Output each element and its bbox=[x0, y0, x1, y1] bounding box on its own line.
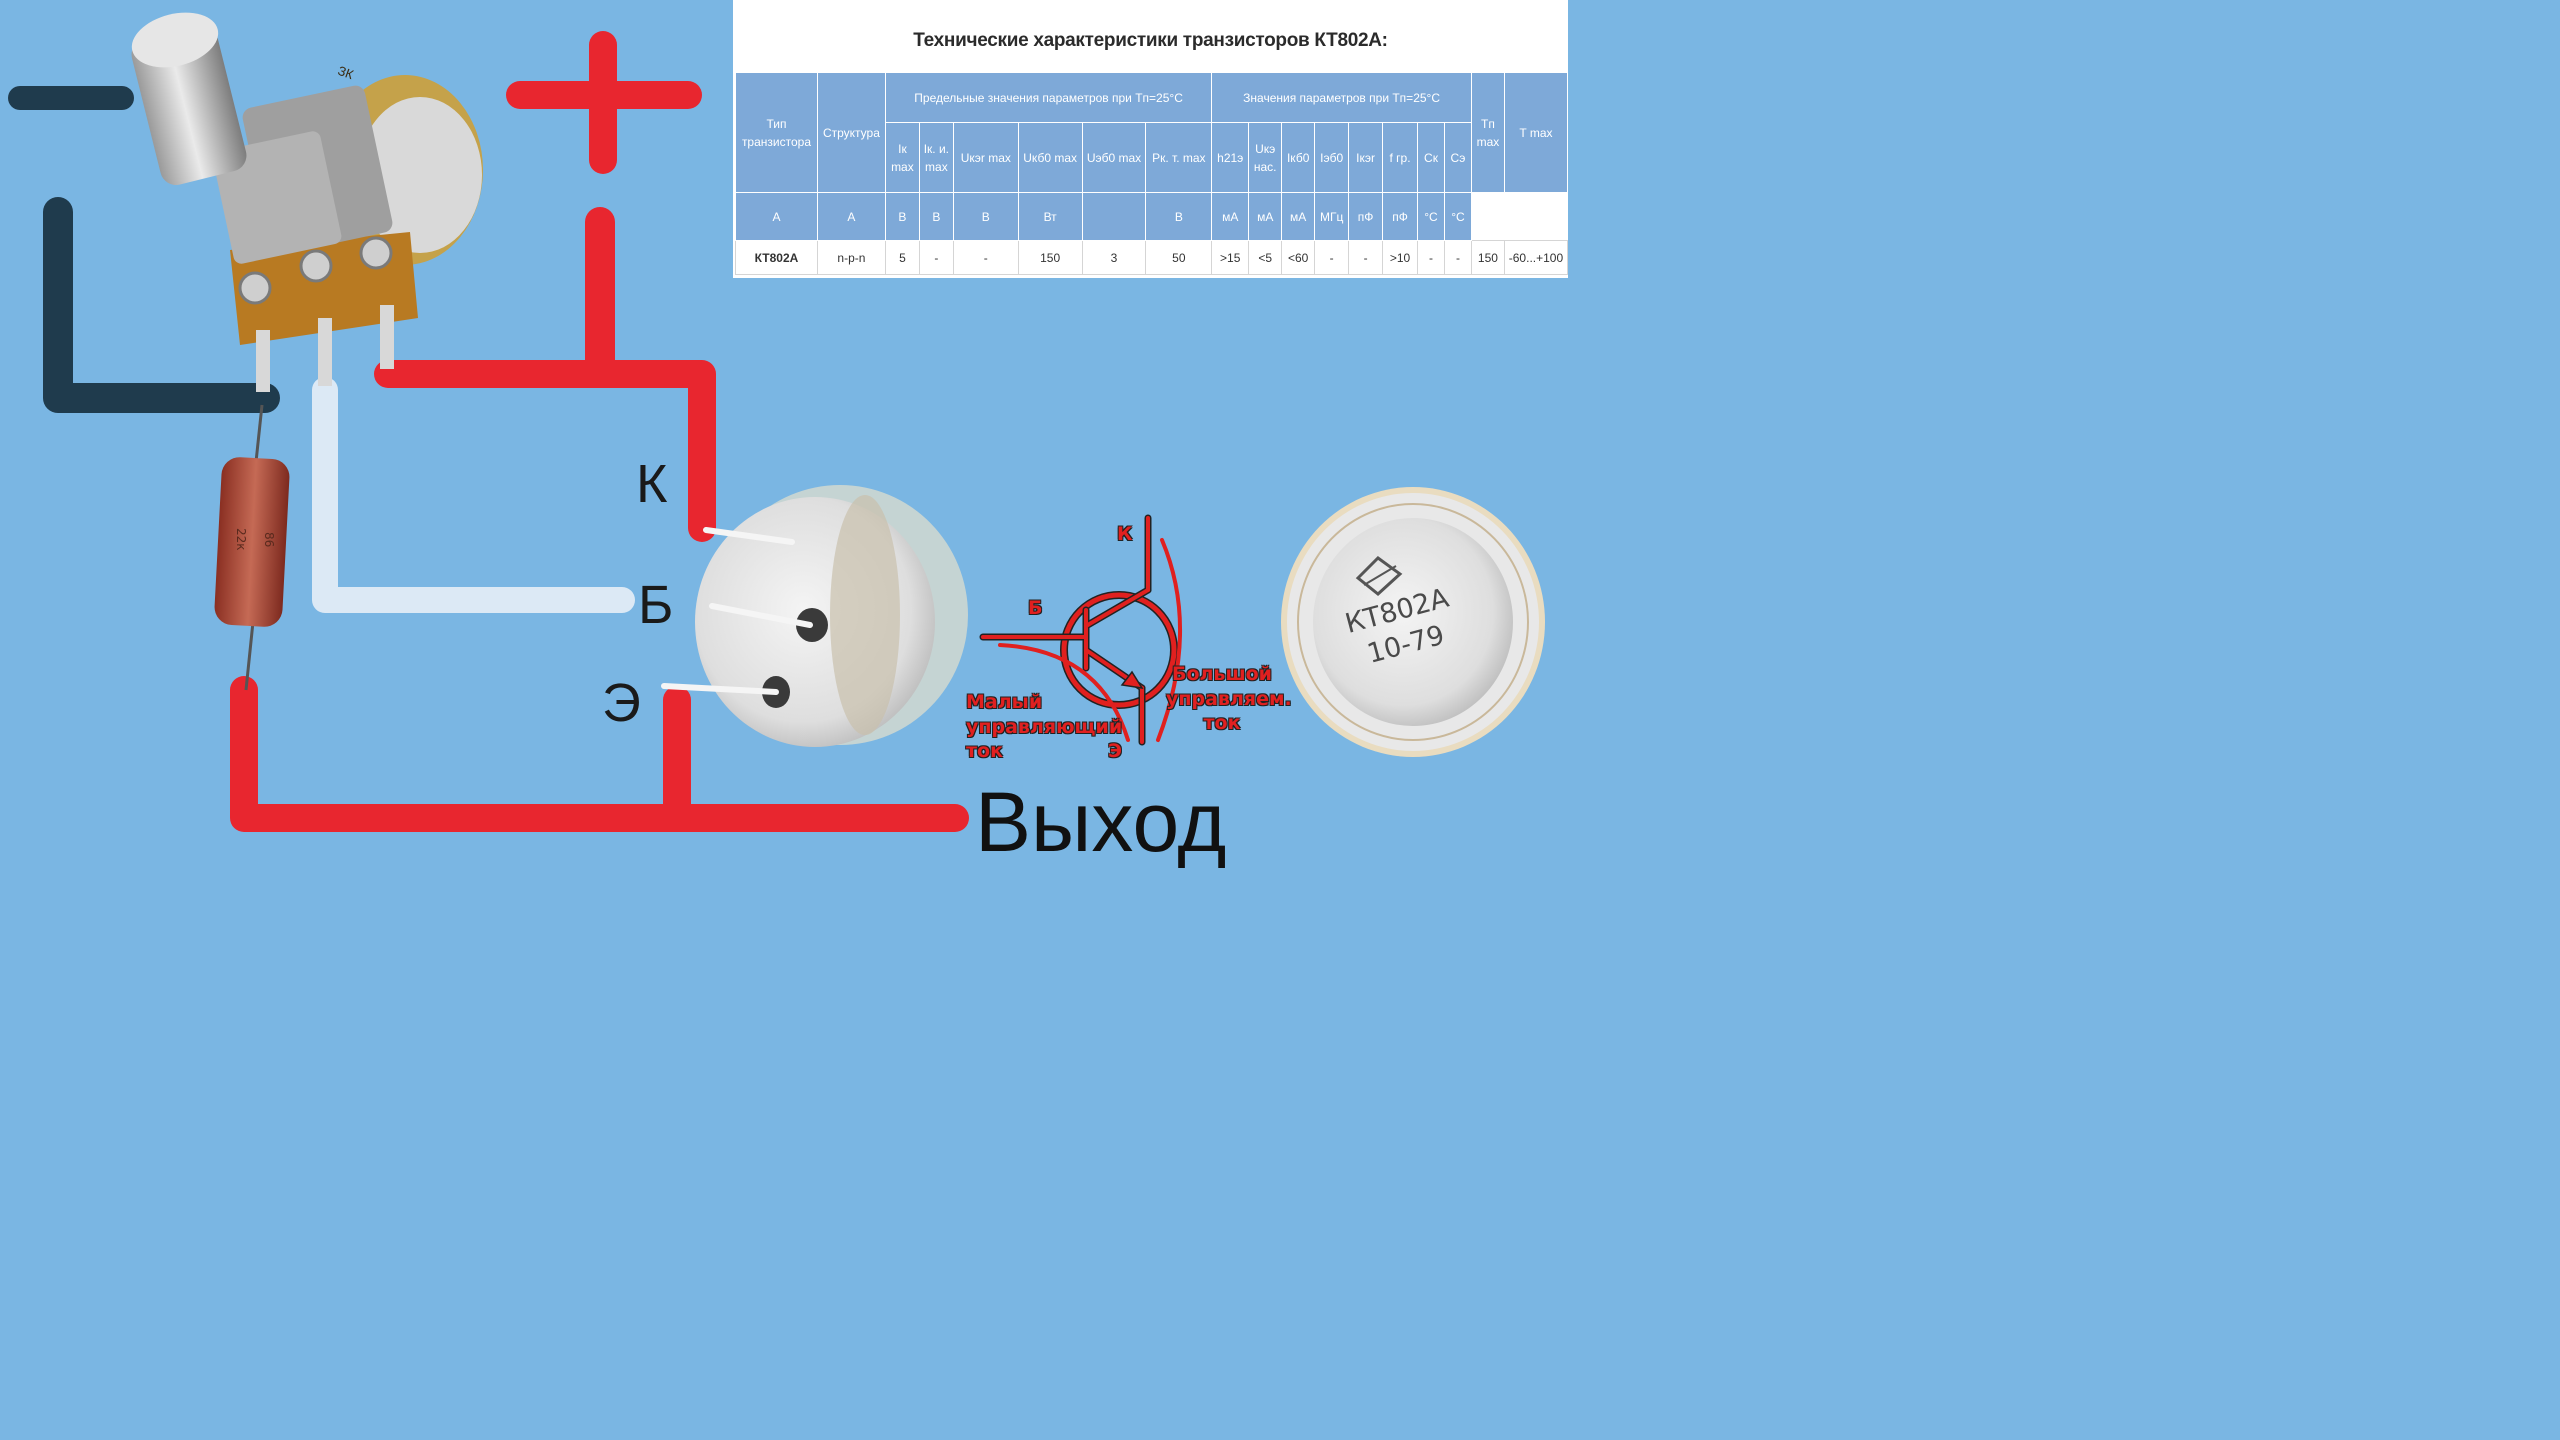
transistor-can-left bbox=[661, 485, 968, 747]
unit-cell: А bbox=[816, 192, 886, 241]
circuit-drawing bbox=[8, 12, 1545, 832]
table-cell: 150 bbox=[1470, 240, 1505, 275]
unit-cell: МГц bbox=[1314, 192, 1350, 241]
symbol-emitter-label: Э bbox=[1108, 740, 1122, 762]
table-cell: >15 bbox=[1211, 240, 1250, 275]
table-cell: n-p-n bbox=[816, 240, 886, 275]
unit-cell: пФ bbox=[1348, 192, 1384, 241]
scene: К Б Э Выход ЗК 22к 86 К Б Э Малый управл… bbox=[0, 0, 1568, 882]
unit-cell: А bbox=[735, 192, 818, 241]
col-t-max: T max bbox=[1503, 72, 1568, 193]
col-type: Тип транзистора bbox=[735, 72, 818, 193]
small-current-label: Малый управляющий ток bbox=[966, 691, 1123, 763]
column-header: Uкэr max bbox=[952, 122, 1019, 193]
negative-wire bbox=[43, 197, 280, 413]
table-cell: - bbox=[1314, 240, 1350, 275]
column-header: Iкэr bbox=[1348, 122, 1384, 193]
output-wire bbox=[230, 676, 969, 832]
table-cell: 150 bbox=[1017, 240, 1083, 275]
unit-cell: °C bbox=[1443, 192, 1472, 241]
table-cell: <60 bbox=[1281, 240, 1316, 275]
resistor-marking-2: 86 bbox=[262, 532, 276, 548]
potentiometer bbox=[131, 12, 483, 392]
column-header: Uкб0 max bbox=[1017, 122, 1083, 193]
collector-wire bbox=[374, 360, 716, 542]
unit-cell: В bbox=[918, 192, 954, 241]
table-cell: 50 bbox=[1145, 240, 1213, 275]
unit-cell: мА bbox=[1248, 192, 1283, 241]
column-header: Iк max bbox=[884, 122, 920, 193]
table-cell: - bbox=[1348, 240, 1384, 275]
table-cell: 5 bbox=[884, 240, 920, 275]
column-header: Cк bbox=[1417, 122, 1445, 193]
table-cell: <5 bbox=[1248, 240, 1283, 275]
output-label: Выход bbox=[975, 775, 1227, 869]
symbol-base-label: Б bbox=[1028, 597, 1043, 619]
column-header: Uэб0 max bbox=[1081, 122, 1147, 193]
spec-title: Технические характеристики транзисторов … bbox=[913, 30, 1388, 51]
col-structure: Структура bbox=[816, 72, 886, 193]
transistor-can-right bbox=[1281, 487, 1545, 757]
unit-cell: °C bbox=[1417, 192, 1445, 241]
table-cell: >10 bbox=[1382, 240, 1419, 275]
unit-cell: Вт bbox=[1017, 192, 1083, 241]
param-group-header: Значения параметров при Tп=25°C bbox=[1211, 72, 1472, 123]
table-cell: -60...+100 bbox=[1503, 240, 1568, 275]
table-cell: - bbox=[1443, 240, 1472, 275]
spec-panel: Технические характеристики транзисторов … bbox=[733, 0, 1568, 278]
limit-group-header: Предельные значения параметров при Tп=25… bbox=[884, 72, 1213, 123]
table-cell: - bbox=[918, 240, 954, 275]
unit-cell: мА bbox=[1281, 192, 1316, 241]
table-cell: - bbox=[952, 240, 1019, 275]
unit-cell: пФ bbox=[1382, 192, 1419, 241]
transistor-symbol bbox=[979, 514, 1183, 746]
collector-label: К bbox=[636, 454, 668, 514]
table-cell: КТ802А bbox=[735, 240, 818, 275]
column-header: h21э bbox=[1211, 122, 1250, 193]
table-cell: - bbox=[1417, 240, 1445, 275]
unit-cell: В bbox=[952, 192, 1019, 241]
big-current-label: Большой управляем. ток bbox=[1166, 663, 1292, 735]
column-header: Рк. т. max bbox=[1145, 122, 1213, 193]
base-wire bbox=[312, 377, 635, 613]
column-header: f гр. bbox=[1382, 122, 1419, 193]
symbol-collector-label: К bbox=[1117, 523, 1133, 545]
unit-cell bbox=[1081, 192, 1147, 241]
column-header: Uкэ нас. bbox=[1248, 122, 1283, 193]
unit-cell: В bbox=[884, 192, 920, 241]
column-header: Iэб0 bbox=[1314, 122, 1350, 193]
resistor bbox=[214, 404, 290, 691]
plus-sign bbox=[506, 31, 702, 174]
column-header: Cэ bbox=[1443, 122, 1472, 193]
table-cell: 3 bbox=[1081, 240, 1147, 275]
base-label: Б bbox=[638, 575, 674, 635]
resistor-marking: 22к bbox=[234, 528, 248, 551]
unit-cell: В bbox=[1145, 192, 1213, 241]
column-header: Iкб0 bbox=[1281, 122, 1316, 193]
column-header: Iк. и. max bbox=[918, 122, 954, 193]
spec-table: Тип транзистора Структура Предельные зна… bbox=[735, 72, 1568, 275]
unit-cell: мА bbox=[1211, 192, 1250, 241]
col-tp-max: Tп max bbox=[1470, 72, 1505, 193]
emitter-label: Э bbox=[602, 673, 641, 733]
